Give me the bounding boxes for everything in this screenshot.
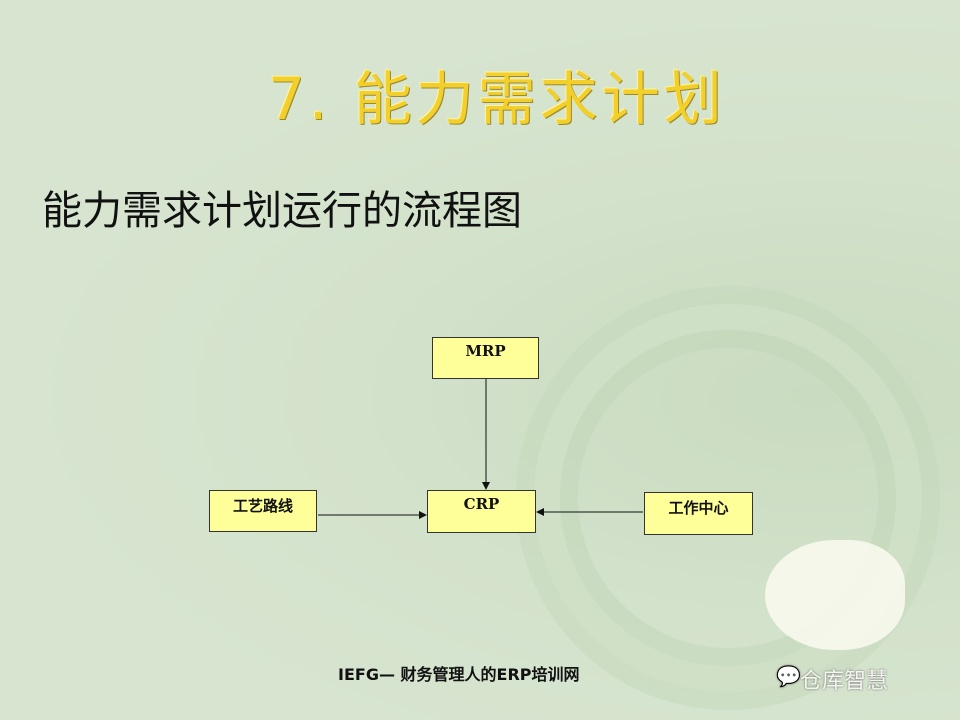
node-crp: CRP <box>427 490 536 533</box>
slide-subtitle: 能力需求计划运行的流程图 <box>42 188 522 234</box>
node-mrp: MRP <box>432 337 539 379</box>
node-work-center: 工作中心 <box>644 492 753 535</box>
node-routing: 工艺路线 <box>209 490 317 532</box>
watermark: 仓库智慧 <box>800 669 889 694</box>
wechat-icon: 💬 <box>776 664 801 688</box>
slide-title: 7. 能力需求计划 <box>268 65 726 133</box>
footer-text: IEFG— 财务管理人的ERP培训网 <box>338 665 580 684</box>
dragon-ornament <box>765 540 905 650</box>
